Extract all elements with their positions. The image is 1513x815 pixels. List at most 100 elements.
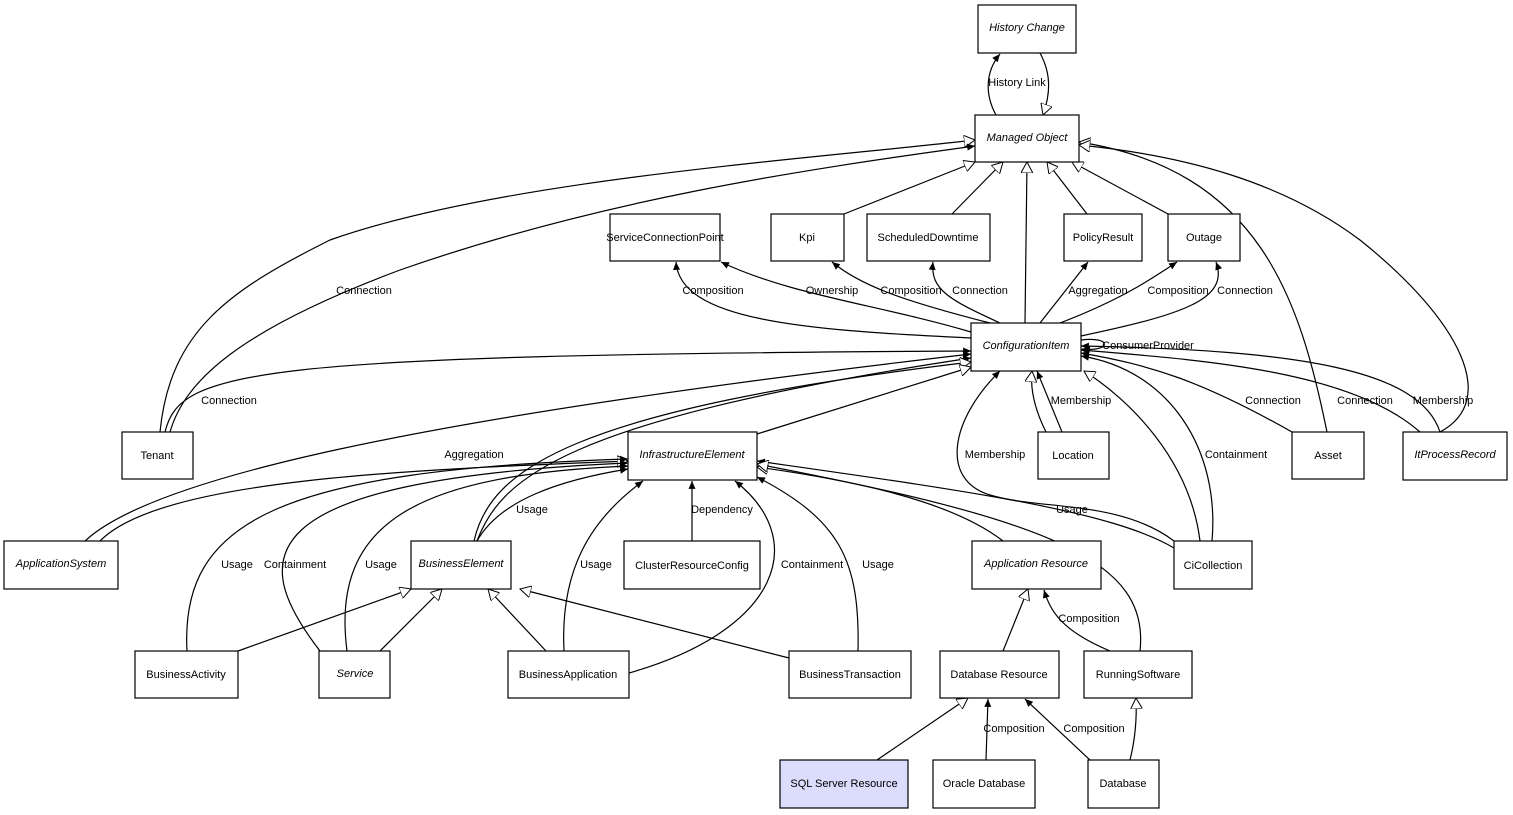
edge-cicoll-ci-membership xyxy=(956,370,1175,542)
edge-service-be xyxy=(379,589,442,652)
node-label: RunningSoftware xyxy=(1096,669,1180,681)
edge-label: Connection xyxy=(1337,395,1393,407)
node-scheduled-downtime[interactable]: ScheduledDowntime xyxy=(866,213,991,262)
edge-label: Usage xyxy=(1056,504,1088,516)
node-location[interactable]: Location xyxy=(1037,431,1110,480)
nodes: History Change Managed Object ServiceCon… xyxy=(3,4,1508,809)
edge-ci-outage-composition xyxy=(1059,261,1178,324)
edge-bt-ie-usage xyxy=(756,476,859,652)
node-label: Database Resource xyxy=(950,669,1047,681)
edge-label: Connection xyxy=(952,285,1008,297)
edge-service-ie-usage xyxy=(344,462,629,652)
node-label: ItProcessRecord xyxy=(1414,449,1496,461)
node-business-element[interactable]: BusinessElement xyxy=(410,540,512,590)
node-label: History Change xyxy=(989,22,1065,34)
edge-label: Composition xyxy=(983,723,1044,735)
edge-label: ConsumerProvider xyxy=(1102,340,1194,352)
edge-label: Aggregation xyxy=(444,449,503,461)
edge-ci-self xyxy=(1080,338,1105,354)
node-infrastructure-element[interactable]: InfrastructureElement xyxy=(627,431,758,481)
node-label: ScheduledDowntime xyxy=(878,232,979,244)
node-kpi[interactable]: Kpi xyxy=(770,213,845,262)
node-label: ClusterResourceConfig xyxy=(635,560,749,572)
node-label: CiCollection xyxy=(1184,560,1243,572)
edge-database-dbr-composition xyxy=(1024,698,1091,761)
edge-rs-appres-composition xyxy=(1042,589,1111,652)
edge-itpr-ci-membership xyxy=(1080,342,1441,433)
edge-cicoll-ci-containment xyxy=(1080,353,1214,542)
edge-appsys-ie xyxy=(99,461,628,542)
node-label: Application Resource xyxy=(983,558,1088,570)
edge-ba-be xyxy=(237,589,411,652)
node-service[interactable]: Service xyxy=(318,650,391,699)
edge-asset-mo xyxy=(1079,142,1328,433)
edge-pr-mo xyxy=(1047,162,1088,215)
node-cluster-resource-config[interactable]: ClusterResourceConfig xyxy=(623,540,761,590)
edge-sql-dbr xyxy=(876,698,968,761)
edge-historychange-gen xyxy=(1039,52,1049,115)
edge-location-ci-gen xyxy=(1032,371,1047,433)
edge-database-rs xyxy=(1129,698,1136,761)
node-ci-collection[interactable]: CiCollection xyxy=(1173,540,1253,590)
node-label: Managed Object xyxy=(987,132,1069,144)
edge-cicoll-ci-gen xyxy=(1084,371,1201,542)
node-label: Outage xyxy=(1186,232,1222,244)
node-running-software[interactable]: RunningSoftware xyxy=(1083,650,1193,699)
node-label: BusinessApplication xyxy=(519,669,617,681)
node-service-connection-point[interactable]: ServiceConnectionPoint xyxy=(606,213,724,262)
node-label: Oracle Database xyxy=(943,778,1026,790)
node-it-process-record[interactable]: ItProcessRecord xyxy=(1402,431,1508,481)
node-application-system[interactable]: ApplicationSystem xyxy=(3,540,119,590)
node-application-resource[interactable]: Application Resource xyxy=(971,540,1102,590)
node-business-application[interactable]: BusinessApplication xyxy=(507,650,630,699)
edge-ie-ci xyxy=(756,367,971,435)
edge-label: Connection xyxy=(1217,285,1273,297)
node-business-transaction[interactable]: BusinessTransaction xyxy=(788,650,912,699)
edge-label: Membership xyxy=(1051,395,1112,407)
edge-location-ci-membership xyxy=(1036,370,1063,433)
node-managed-object[interactable]: Managed Object xyxy=(974,114,1080,163)
node-outage[interactable]: Outage xyxy=(1167,213,1241,262)
edge-label: Connection xyxy=(201,395,257,407)
edge-label: Containment xyxy=(264,559,326,571)
node-sql-server-resource[interactable]: SQL Server Resource xyxy=(779,759,909,809)
node-label: PolicyResult xyxy=(1073,232,1134,244)
edge-label: Connection xyxy=(1245,395,1301,407)
edge-bt-be xyxy=(520,589,790,659)
edge-service-ie-containment xyxy=(281,459,629,652)
node-label: InfrastructureElement xyxy=(639,449,745,461)
node-database[interactable]: Database xyxy=(1087,759,1160,809)
node-label: Asset xyxy=(1314,450,1342,462)
node-configuration-item[interactable]: ConfigurationItem xyxy=(970,322,1082,372)
edge-label: Usage xyxy=(221,559,253,571)
edge-label: Membership xyxy=(1413,395,1474,407)
edge-ci-sd-connection xyxy=(928,261,1001,324)
edge-label: Composition xyxy=(880,285,941,297)
node-oracle-database[interactable]: Oracle Database xyxy=(932,759,1036,809)
node-business-activity[interactable]: BusinessActivity xyxy=(134,650,239,699)
node-tenant[interactable]: Tenant xyxy=(121,431,194,480)
node-label: BusinessElement xyxy=(419,558,505,570)
edge-appsys-ci-aggregation xyxy=(84,351,972,542)
node-asset[interactable]: Asset xyxy=(1291,431,1365,480)
edge-label: Connection xyxy=(336,285,392,297)
node-database-resource[interactable]: Database Resource xyxy=(939,650,1060,699)
node-history-change[interactable]: History Change xyxy=(977,4,1077,54)
edge-bapp-ie-usage xyxy=(563,480,644,652)
node-label: Location xyxy=(1052,450,1094,462)
edge-bapp-ie-containment xyxy=(628,480,775,674)
edge-tenant-mo-connection xyxy=(169,143,976,433)
edge-itpr-ci-connection xyxy=(1080,347,1421,433)
edge-ci-kpi-composition xyxy=(831,261,991,324)
edge-label: Usage xyxy=(580,559,612,571)
edge-history-link xyxy=(987,53,1001,116)
edge-label: Composition xyxy=(1058,613,1119,625)
edge-bapp-be xyxy=(488,589,547,652)
node-policy-result[interactable]: PolicyResult xyxy=(1063,213,1143,262)
edge-be-ie-usage xyxy=(476,466,629,542)
edge-be-ci-gen xyxy=(473,362,971,542)
edge-ci-scp-composition xyxy=(673,261,972,339)
edge-ci-outage-connection xyxy=(1080,261,1222,337)
edge-label: Dependency xyxy=(691,504,753,516)
